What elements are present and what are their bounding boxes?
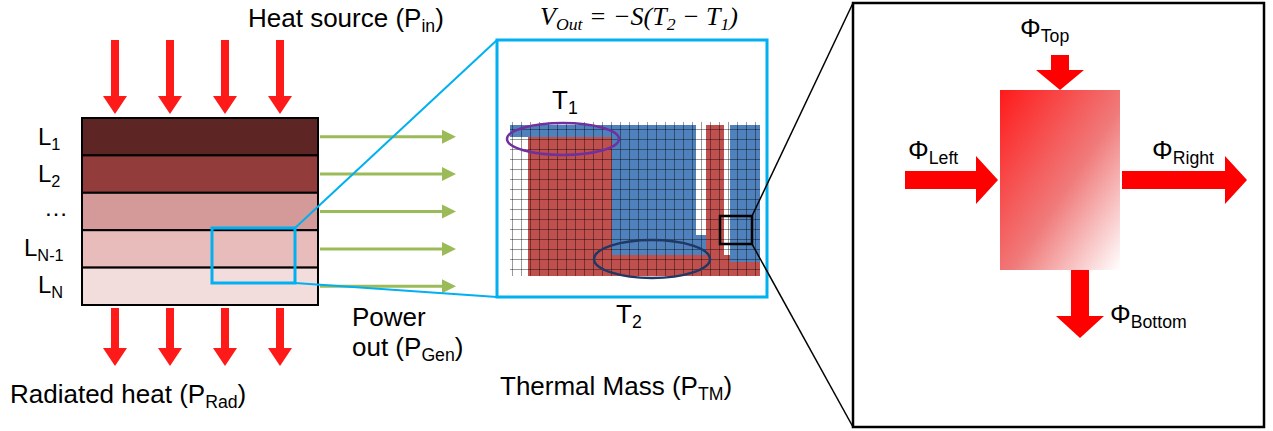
- layer-stack: [82, 193, 318, 230]
- power-arrows: [320, 130, 456, 294]
- zoom-lines: [295, 40, 497, 228]
- zoom-lines: [853, 3, 1264, 427]
- thermal-mass-grid: [507, 122, 760, 278]
- flux-label: ΦRight: [1152, 136, 1214, 166]
- zoom-lines: [1000, 90, 1120, 270]
- radiated-arrow: [103, 308, 127, 366]
- layer-stack: [82, 268, 318, 305]
- radiated-heat-label: Radiated heat (PRad): [10, 380, 246, 410]
- layer-label: LN: [38, 271, 63, 299]
- zoom-lines: [752, 3, 1264, 427]
- layer-ellipsis: …: [44, 194, 68, 222]
- zoom-lines: [295, 283, 497, 297]
- seebeck-formula: VOut = −S(T2 − T1): [540, 2, 738, 32]
- flux-label: ΦTop: [1020, 14, 1069, 44]
- temperature-label: T2: [616, 300, 642, 330]
- power-out-label: Power out (PGen): [352, 303, 463, 363]
- power-arrow: [320, 242, 456, 256]
- layer-label: L1: [38, 123, 60, 151]
- zoom-lines: [212, 228, 295, 283]
- thermal-mass-grid: [510, 122, 760, 276]
- power-arrow: [320, 205, 456, 219]
- layer-stack: [82, 118, 318, 155]
- heat-source-label: Heat source (Pin): [248, 4, 444, 34]
- thermal-mass-grid: [720, 216, 752, 244]
- flux-arrows: [905, 55, 1247, 338]
- thermal-mass-label: Thermal Mass (PTM): [500, 372, 732, 402]
- flux-arrow: [1056, 270, 1104, 338]
- zoom-lines: [752, 244, 853, 427]
- heat-arrow: [268, 40, 292, 114]
- radiated-arrow: [213, 308, 237, 366]
- thermal-mass-grid: [507, 123, 619, 155]
- thermal-mass-grid: [510, 122, 760, 276]
- layer-label: LN-1: [24, 234, 64, 262]
- flux-label: ΦLeft: [908, 136, 958, 166]
- thermal-mass-grid: [594, 240, 710, 278]
- layer-stack: [82, 118, 318, 305]
- zoom-lines: [497, 40, 767, 297]
- layer-stack: [82, 155, 318, 192]
- heat-arrow: [213, 40, 237, 114]
- heat-arrow: [103, 40, 127, 114]
- temperature-label: T1: [552, 86, 578, 116]
- radiated-arrow: [158, 308, 182, 366]
- heat-arrow: [158, 40, 182, 114]
- radiated-arrow: [268, 308, 292, 366]
- power-arrow: [320, 167, 456, 181]
- zoom-lines: [752, 3, 853, 216]
- zoom-lines: [212, 40, 767, 297]
- flux-label: ΦBottom: [1110, 300, 1187, 330]
- layer-label: L2: [38, 160, 60, 188]
- flux-arrow: [1036, 55, 1084, 90]
- layer-stack: [82, 230, 318, 267]
